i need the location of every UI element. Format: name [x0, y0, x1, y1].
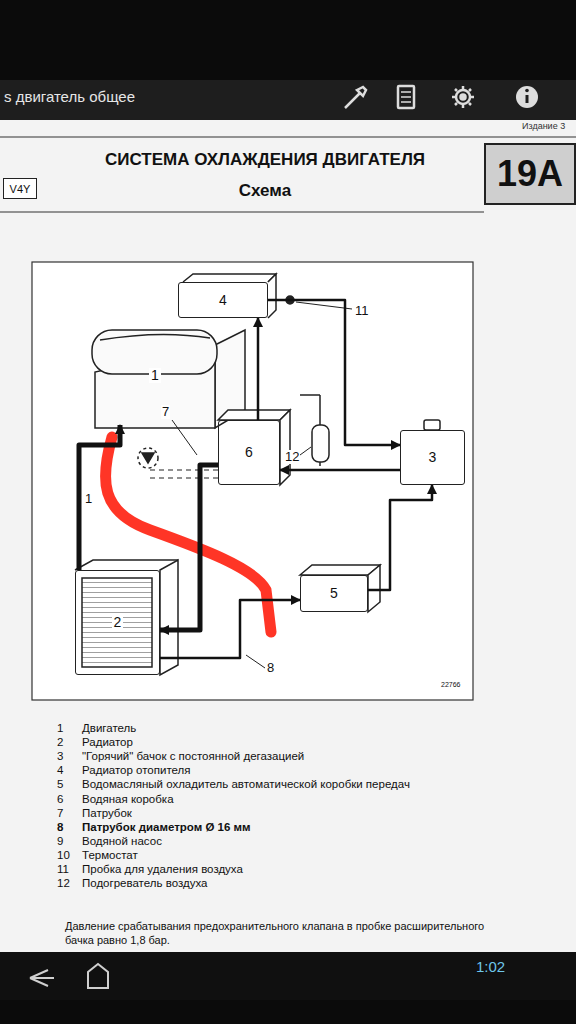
callout-number: 8 — [266, 661, 275, 675]
engine-code-box: V4Y — [3, 178, 37, 199]
callout-number: 12 — [284, 450, 300, 464]
legend-number: 1 — [57, 722, 63, 735]
node-label: 19A — [497, 153, 563, 195]
legend-number: 11 — [57, 863, 69, 876]
nav-bar — [0, 952, 576, 1000]
degas-tank: 3 — [400, 430, 465, 485]
legend-number: 4 — [57, 764, 63, 777]
node-label: 6 — [243, 445, 255, 460]
heater-core-drawing — [183, 274, 294, 318]
legend-number: 6 — [57, 793, 63, 806]
coolant-hose — [280, 469, 400, 472]
legend-number: 10 — [57, 849, 70, 862]
legend-number: 3 — [57, 750, 63, 763]
cooler-drawing — [300, 565, 380, 612]
air-heater-drawing — [300, 395, 329, 466]
oil-cooler: 5 — [300, 575, 368, 612]
water-box-drawing — [218, 410, 290, 485]
pressure-note: Давление срабатывания предохранительного… — [65, 919, 495, 947]
node-label: 5 — [328, 586, 340, 601]
coolant-hose — [368, 485, 432, 590]
node-label: 3 — [427, 450, 439, 465]
legend-text: Водяная коробка — [82, 793, 174, 806]
legend-text: Радиатор отопителя — [82, 764, 191, 777]
section-box: 19A — [484, 143, 576, 205]
nav-icons — [30, 964, 108, 988]
tank-drawing — [424, 420, 440, 430]
toolbar-title: s двигатель общее — [4, 88, 135, 105]
manual-page — [0, 120, 576, 952]
legend-text: Термостат — [82, 849, 138, 862]
legend-text: Радиатор — [82, 736, 133, 749]
legend-text: Двигатель — [82, 722, 136, 735]
node-label: 1 — [149, 368, 161, 383]
legend-number: 7 — [57, 807, 63, 820]
toolbar — [0, 80, 576, 120]
legend-number: 12 — [57, 877, 70, 890]
legend-text: "Горячий" бачок с постоянной дегазацией — [82, 750, 304, 763]
clock-time: 1:02 — [476, 958, 505, 975]
red-marker-line — [105, 437, 271, 632]
coolant-hose — [257, 318, 260, 420]
coolant-hose — [79, 425, 120, 570]
legend-number: 8 — [57, 821, 63, 834]
coolant-hose — [160, 465, 218, 630]
edition-note: Издание 3 — [522, 121, 565, 131]
radiator: 2 — [75, 570, 160, 675]
engine-drawing — [92, 330, 245, 478]
legend-text: Водяной насос — [82, 835, 162, 848]
legend-text: Патрубок — [82, 807, 132, 820]
legend-text: Пробка для удаления воздуха — [82, 863, 243, 876]
node-label: V4Y — [10, 183, 31, 195]
legend-text: Патрубок диаметром Ø 16 мм — [82, 821, 251, 834]
legend-number: 2 — [57, 736, 63, 749]
callout-number: 7 — [161, 405, 170, 419]
callout-number: 11 — [354, 304, 370, 318]
heater-core: 4 — [178, 282, 268, 318]
water-box: 6 — [218, 420, 280, 485]
figure-frame — [32, 262, 473, 700]
legend-number: 5 — [57, 778, 63, 791]
toolbar-icons — [345, 86, 538, 108]
legend-text: Водомасляный охладитель автоматической к… — [82, 778, 410, 791]
node-label: 2 — [112, 615, 124, 630]
page-title: СИСТЕМА ОХЛАЖДЕНИЯ ДВИГАТЕЛЯ — [90, 150, 440, 170]
subtitle: Схема — [90, 181, 440, 201]
coolant-hose — [160, 600, 300, 658]
legend-number: 9 — [57, 835, 63, 848]
header-rule — [0, 137, 576, 212]
coolant-hose — [268, 300, 400, 445]
callout-number: 1 — [84, 492, 93, 506]
node-label: 4 — [217, 293, 229, 308]
figure-number: 22766 — [441, 681, 460, 688]
engine: 1 — [95, 325, 215, 425]
legend-text: Подогреватель воздуха — [82, 877, 207, 890]
